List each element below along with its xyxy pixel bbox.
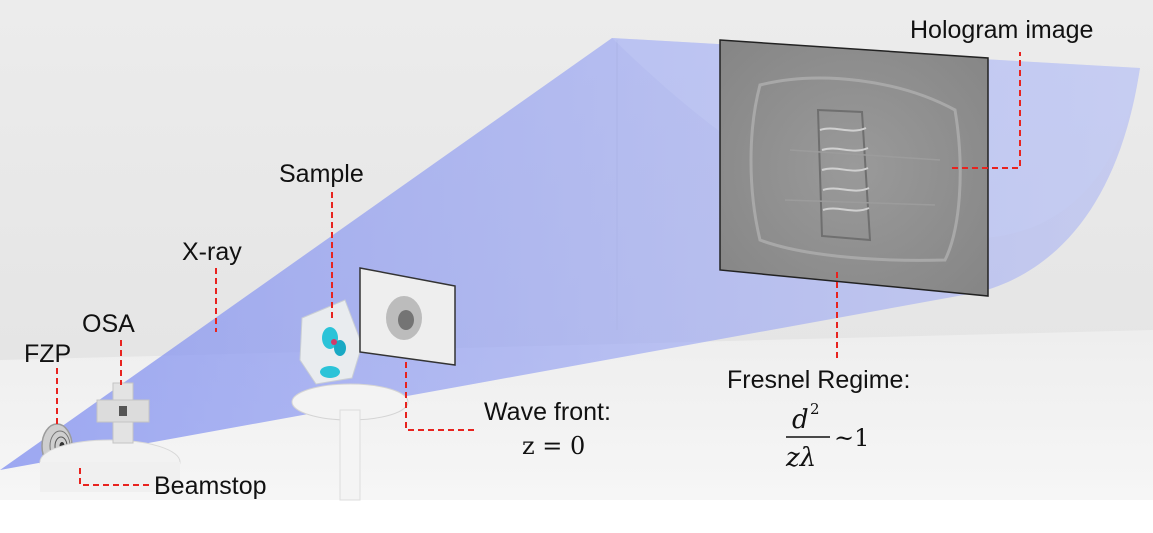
label-wavefront-equation: z = 0 bbox=[522, 432, 585, 460]
leader-hologram bbox=[952, 52, 1021, 169]
sample-stage bbox=[291, 383, 409, 501]
leader-lines bbox=[56, 52, 1021, 486]
sample-object bbox=[299, 299, 363, 385]
label-fresnel: Fresnel Regime: bbox=[727, 366, 910, 394]
label-xray: X-ray bbox=[182, 238, 242, 266]
fresnel-numerator: d bbox=[792, 405, 809, 435]
wavefront-panel bbox=[359, 267, 456, 366]
leader-beamstop bbox=[79, 468, 150, 486]
label-fzp: FZP bbox=[24, 340, 71, 368]
fresnel-formula: d 2 zλ ~1 bbox=[785, 400, 869, 473]
leader-wavefront bbox=[405, 362, 476, 431]
label-beamstop: Beamstop bbox=[154, 472, 267, 500]
labels: Hologram image Sample X-ray OSA FZP Beam… bbox=[24, 16, 1093, 500]
label-wavefront: Wave front: bbox=[484, 398, 611, 426]
hologram-detector bbox=[719, 39, 989, 297]
fresnel-relation: ~1 bbox=[834, 424, 869, 452]
label-osa: OSA bbox=[82, 310, 135, 338]
fresnel-exponent: 2 bbox=[810, 400, 820, 418]
label-hologram: Hologram image bbox=[910, 16, 1093, 44]
mount-base bbox=[39, 439, 181, 492]
fresnel-denominator: zλ bbox=[785, 443, 816, 473]
label-sample: Sample bbox=[279, 160, 364, 188]
osa-aperture bbox=[96, 382, 150, 444]
